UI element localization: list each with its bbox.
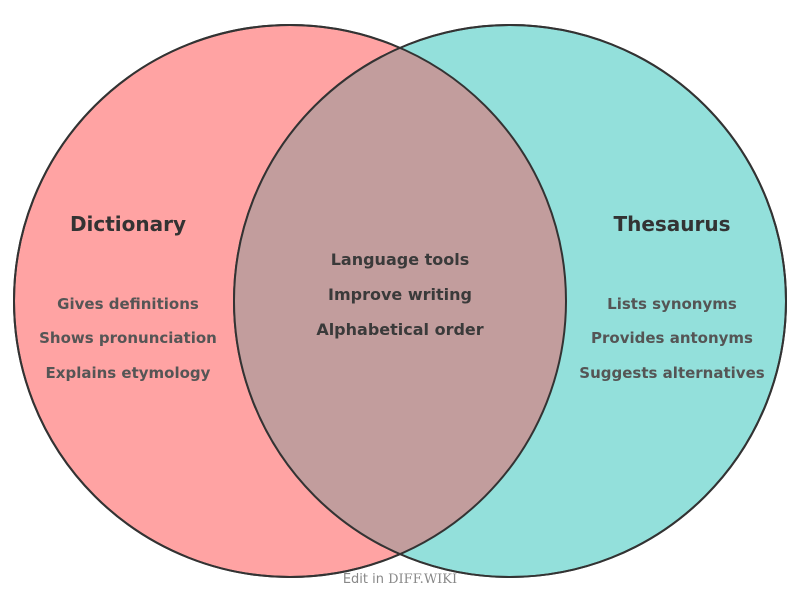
venn-circle-right-outline	[233, 24, 787, 578]
footer-prefix: Edit in	[343, 572, 388, 587]
intersection-item: Language tools	[331, 250, 470, 269]
right-set-item: Suggests alternatives	[579, 364, 764, 382]
footer-attribution[interactable]: Edit in DIFF.WIKI	[343, 572, 457, 587]
footer-brand: DIFF.WIKI	[388, 572, 457, 587]
right-set-title: Thesaurus	[613, 212, 730, 236]
venn-circle-left-outline	[13, 24, 567, 578]
left-set-item: Gives definitions	[57, 295, 199, 313]
left-set-title: Dictionary	[70, 212, 186, 236]
intersection-item: Improve writing	[328, 285, 472, 304]
right-set-item: Provides antonyms	[591, 329, 753, 347]
intersection-item: Alphabetical order	[316, 320, 483, 339]
left-set-item: Shows pronunciation	[39, 329, 217, 347]
right-set-item: Lists synonyms	[607, 295, 737, 313]
venn-intersection-region[interactable]	[234, 25, 786, 577]
left-set-item: Explains etymology	[46, 364, 211, 382]
